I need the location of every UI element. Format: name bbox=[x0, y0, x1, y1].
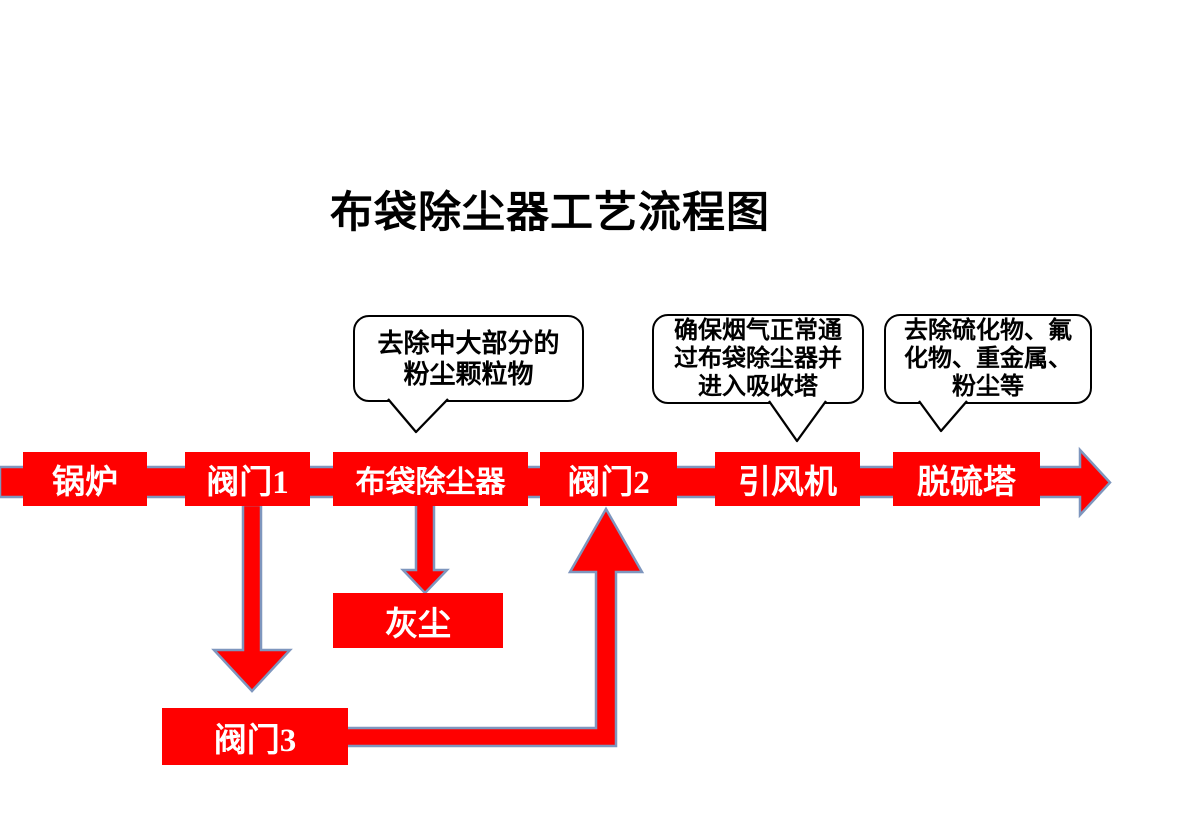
callout-desulfurization-tower: 去除硫化物、氟 化物、重金属、 粉尘等 bbox=[884, 314, 1092, 404]
node-valve-1: 阀门1 bbox=[185, 452, 310, 506]
node-desulfurization-tower: 脱硫塔 bbox=[893, 452, 1040, 506]
callout-line: 粉尘颗粒物 bbox=[403, 359, 534, 389]
node-label: 引风机 bbox=[738, 465, 837, 501]
down-arrow-filter-to-dust bbox=[400, 502, 450, 595]
node-boiler: 锅炉 bbox=[23, 452, 147, 506]
node-label: 脱硫塔 bbox=[917, 465, 1016, 501]
diagram-title: 布袋除尘器工艺流程图 bbox=[330, 190, 770, 237]
callout-line: 去除中大部分的 bbox=[377, 328, 560, 358]
node-induced-draft-fan: 引风机 bbox=[715, 452, 860, 506]
callout-line: 确保烟气正常通 bbox=[674, 318, 842, 344]
callout-line: 过布袋除尘器并 bbox=[674, 346, 842, 372]
node-label: 阀门2 bbox=[567, 465, 650, 501]
callout-line: 去除硫化物、氟 bbox=[904, 318, 1072, 344]
node-label: 灰尘 bbox=[385, 606, 451, 643]
node-label: 阀门3 bbox=[213, 722, 297, 759]
callout-induced-draft-fan: 确保烟气正常通 过布袋除尘器并 进入吸收塔 bbox=[652, 314, 864, 404]
callout-tail-induced-draft-fan bbox=[768, 400, 827, 443]
node-valve-2: 阀门2 bbox=[540, 452, 677, 506]
node-dust: 灰尘 bbox=[333, 593, 503, 648]
callout-line: 化物、重金属、 bbox=[904, 346, 1072, 372]
callout-line: 粉尘等 bbox=[952, 374, 1024, 400]
node-label: 锅炉 bbox=[52, 465, 118, 501]
node-bag-filter: 布袋除尘器 bbox=[333, 452, 528, 506]
node-label: 布袋除尘器 bbox=[355, 466, 506, 499]
callout-line: 进入吸收塔 bbox=[698, 374, 818, 400]
callout-bag-filter: 去除中大部分的 粉尘颗粒物 bbox=[353, 315, 584, 402]
down-arrow-valve1-to-valve3 bbox=[211, 503, 293, 693]
callout-tail-desulfurization-tower bbox=[918, 400, 968, 433]
node-label: 阀门1 bbox=[206, 465, 289, 501]
node-valve-3: 阀门3 bbox=[162, 708, 348, 765]
callout-tail-bag-filter bbox=[387, 398, 449, 434]
